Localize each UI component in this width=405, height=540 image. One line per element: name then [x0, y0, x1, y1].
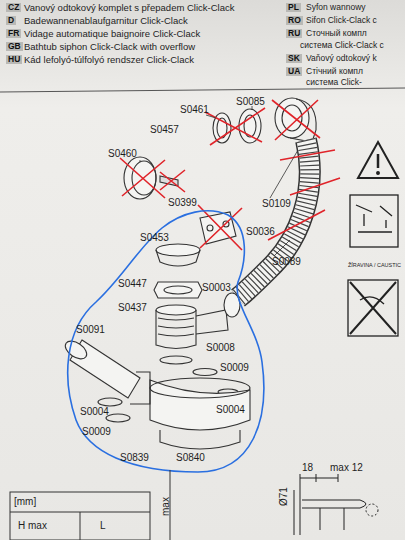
language-code: FR [6, 29, 21, 38]
language-code: PL [286, 3, 301, 12]
product-title: Сточный компл [306, 29, 367, 38]
warning-icons [348, 142, 398, 336]
part-number: S0437 [118, 302, 147, 313]
dimension: Ø71 [278, 487, 289, 506]
product-title: Vidage automatique baignoire Click-Clack [24, 29, 200, 39]
warning-text: ŽÍRAVINA / CAUSTIC [348, 262, 401, 268]
part-number: S0447 [118, 278, 147, 289]
language-code: D [6, 16, 16, 25]
dimension: 18 [302, 462, 313, 473]
table-cell: [mm] [14, 496, 36, 507]
part-number: S0089 [272, 256, 301, 267]
part-number: S0399 [168, 197, 197, 208]
part-number: S0461 [180, 104, 209, 115]
part-number: S0840 [176, 452, 205, 463]
language-code: GB [6, 42, 23, 51]
language-code: HU [6, 55, 22, 64]
part-number: S0460 [108, 148, 137, 159]
language-code: SK [286, 54, 302, 63]
leader-lines [140, 106, 298, 256]
table-cell: L [100, 520, 106, 531]
product-title: Badewannenablaufgarnitur Click-Clack [24, 16, 188, 26]
language-code: RU [286, 29, 302, 38]
part-number: S0008 [206, 342, 235, 353]
cancel-marks [120, 100, 340, 250]
part-number: S0003 [202, 282, 231, 293]
part-number: S0839 [120, 452, 149, 463]
language-code: CZ [6, 3, 21, 12]
part-number: S0004 [216, 404, 245, 415]
dimension-drawing [294, 474, 378, 535]
language-code: UA [286, 67, 302, 76]
product-title: Vaňový odtokový k [306, 54, 377, 63]
dimension: max [160, 497, 171, 516]
product-title: система Click-Clack c [300, 41, 384, 50]
language-code: RO [286, 16, 303, 25]
dimension: max 12 [330, 462, 363, 473]
product-title: Syfon wannowy [306, 3, 366, 12]
product-title: Стічний компл [306, 67, 363, 76]
product-title: система Click- [306, 78, 362, 87]
part-number: S0457 [150, 124, 179, 135]
part-number: S0109 [262, 198, 291, 209]
part-number: S0009 [82, 426, 111, 437]
part-number: S0004 [80, 406, 109, 417]
part-number: S0036 [246, 226, 275, 237]
part-number: S0009 [220, 362, 249, 373]
product-title: Bathtub siphon Click-Clack with overflow [24, 42, 195, 52]
product-title: Kád lefolyó-túlfolyó rendszer Click-Clac… [24, 55, 194, 65]
table-cell: H max [18, 520, 47, 531]
part-number: S0085 [236, 96, 265, 107]
part-number: S0453 [140, 232, 169, 243]
header-rule [0, 88, 405, 92]
selection-loop [68, 211, 264, 472]
parts [62, 98, 316, 449]
product-title: Vanový odtokový komplet s přepadem Click… [24, 3, 235, 13]
size-table [10, 470, 170, 540]
product-title: Sifon Click-Clack c [306, 16, 377, 25]
part-number: S0091 [76, 324, 105, 335]
